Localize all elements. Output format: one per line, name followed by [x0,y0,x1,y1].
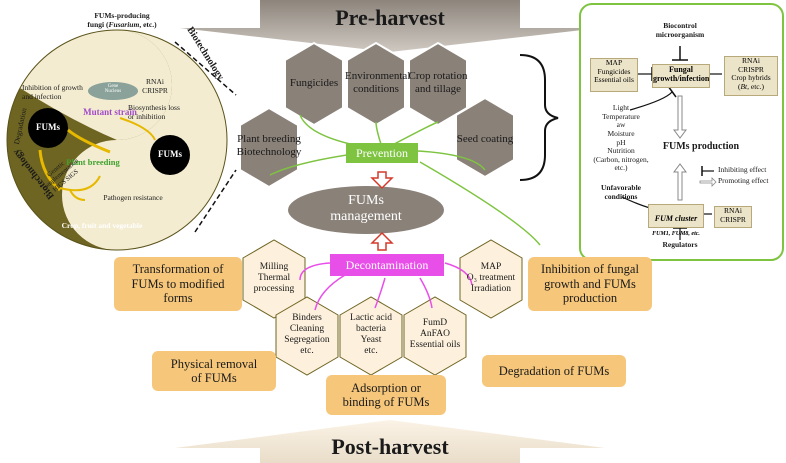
pre-harvest-arrow [180,0,600,52]
fums-disc-right [150,135,190,175]
crop-label: Crop, fruit and vegetable [61,221,143,230]
hex-plant-breeding-label: Plant breeding Biotechnology [236,133,302,158]
pathogen-label: Pathogen resistance [103,193,163,202]
legend-promote-arrow [699,177,717,187]
hex-seed-coating [455,96,515,179]
hex-environmental [346,41,406,127]
hex-fungicides [284,41,344,127]
arrow-prevention-to-management [370,171,394,190]
outcome-adsorption: Adsorption or binding of FUMs [326,375,446,415]
biocontrol-label: Biocontrol microorganism [655,21,705,39]
gene-label: Gene [107,84,119,89]
hex-plant-breeding [239,106,299,189]
conditions-label: Light Temperature aw Moisture pH Nutriti… [593,103,649,173]
fum-genes-label: FUM1, FUM8, etc. [652,231,700,238]
hex-fungicides-label: Fungicides [289,77,339,89]
fums-right-label: FUMs [158,149,182,159]
mutant-strain-label: Mutant strain [83,107,137,117]
left-control-box: MAP Fungicides Essential oils [590,58,638,92]
arrow-decon-to-management [370,231,394,251]
post-harvest-label: Post-harvest [331,434,449,459]
outcome-inhibition: Inhibition of fungal growth and FUMs pro… [528,257,652,311]
circle-panel [6,29,228,251]
decontamination-badge: Decontamination [330,254,444,276]
post-harvest-arrow [175,420,605,463]
fums-disc-left [28,108,68,148]
hex-map [459,239,523,319]
hex-binders-label: Binders Cleaning Segregation etc. [284,313,330,356]
fungi-title: FUMs-producing fungi (Fusarium, etc.) [87,11,157,29]
biosynthesis-label: Biosynthesis loss or inhibition [128,103,180,121]
outcome-physical-removal: Physical removal of FUMs [152,351,276,391]
regulators-label: Regulators [662,240,698,249]
hex-lactic [339,296,403,376]
prevention-badge: Prevention [346,143,418,163]
dashed-connector-top [174,41,237,96]
legend-promote-label: Promoting effect [718,176,769,185]
fums-production-label: FUMs production [662,141,740,152]
management-ellipse [288,186,444,234]
hex-binders [275,296,339,376]
hex-seed-coating-label: Seed coating [456,133,514,145]
right-control-box: RNAi CRISPR Crop hybrids (Bt, etc.) [724,56,778,96]
rnai-crispr-panel: RNAi CRISPR [714,206,752,228]
outcome-degradation: Degradation of FUMs [482,355,626,387]
management-label: FUMs management [330,193,402,225]
hex-milling-label: Milling Thermal processing [253,262,295,294]
hex-lactic-label: Lactic acid bacteria Yeast etc. [350,313,392,356]
hex-environmental-label: Environmental conditions [345,70,411,95]
outcome-transformation: Transformation of FUMs to modified forms [114,257,242,311]
legend-inhibit-label: Inhibiting effect [718,165,767,174]
plant-breeding-label: Plant breeding [66,157,120,167]
nucleus-label: Nucleus [104,89,122,94]
hex-fumd-label: FumD AnFAO Essential oils [409,318,461,350]
fum-cluster-label: FUM cluster [654,213,698,223]
fum-cluster-box: FUM cluster FUM1, FUM8, etc. [648,204,704,237]
inhibition-label: Inhibition of growth and infection [22,83,83,101]
fungal-growth-box: Fungal growth/infection [652,64,710,88]
hex-map-label: MAP O₃ treatment Irradiation [466,262,516,294]
curly-bracket [519,54,559,181]
hex-fumd [403,296,467,376]
hex-crop-rotation-label: Crop rotation and tillage [408,70,468,95]
rnai-crispr-circle: RNAi CRISPR [142,77,168,95]
dashed-connector-bottom [194,169,237,233]
nucleus-oval: Gene Nucleus [88,82,138,100]
unfavorable-label: Unfavorable conditions [601,183,641,201]
fums-left-label: FUMs [36,122,60,132]
pre-harvest-label: Pre-harvest [335,5,445,30]
